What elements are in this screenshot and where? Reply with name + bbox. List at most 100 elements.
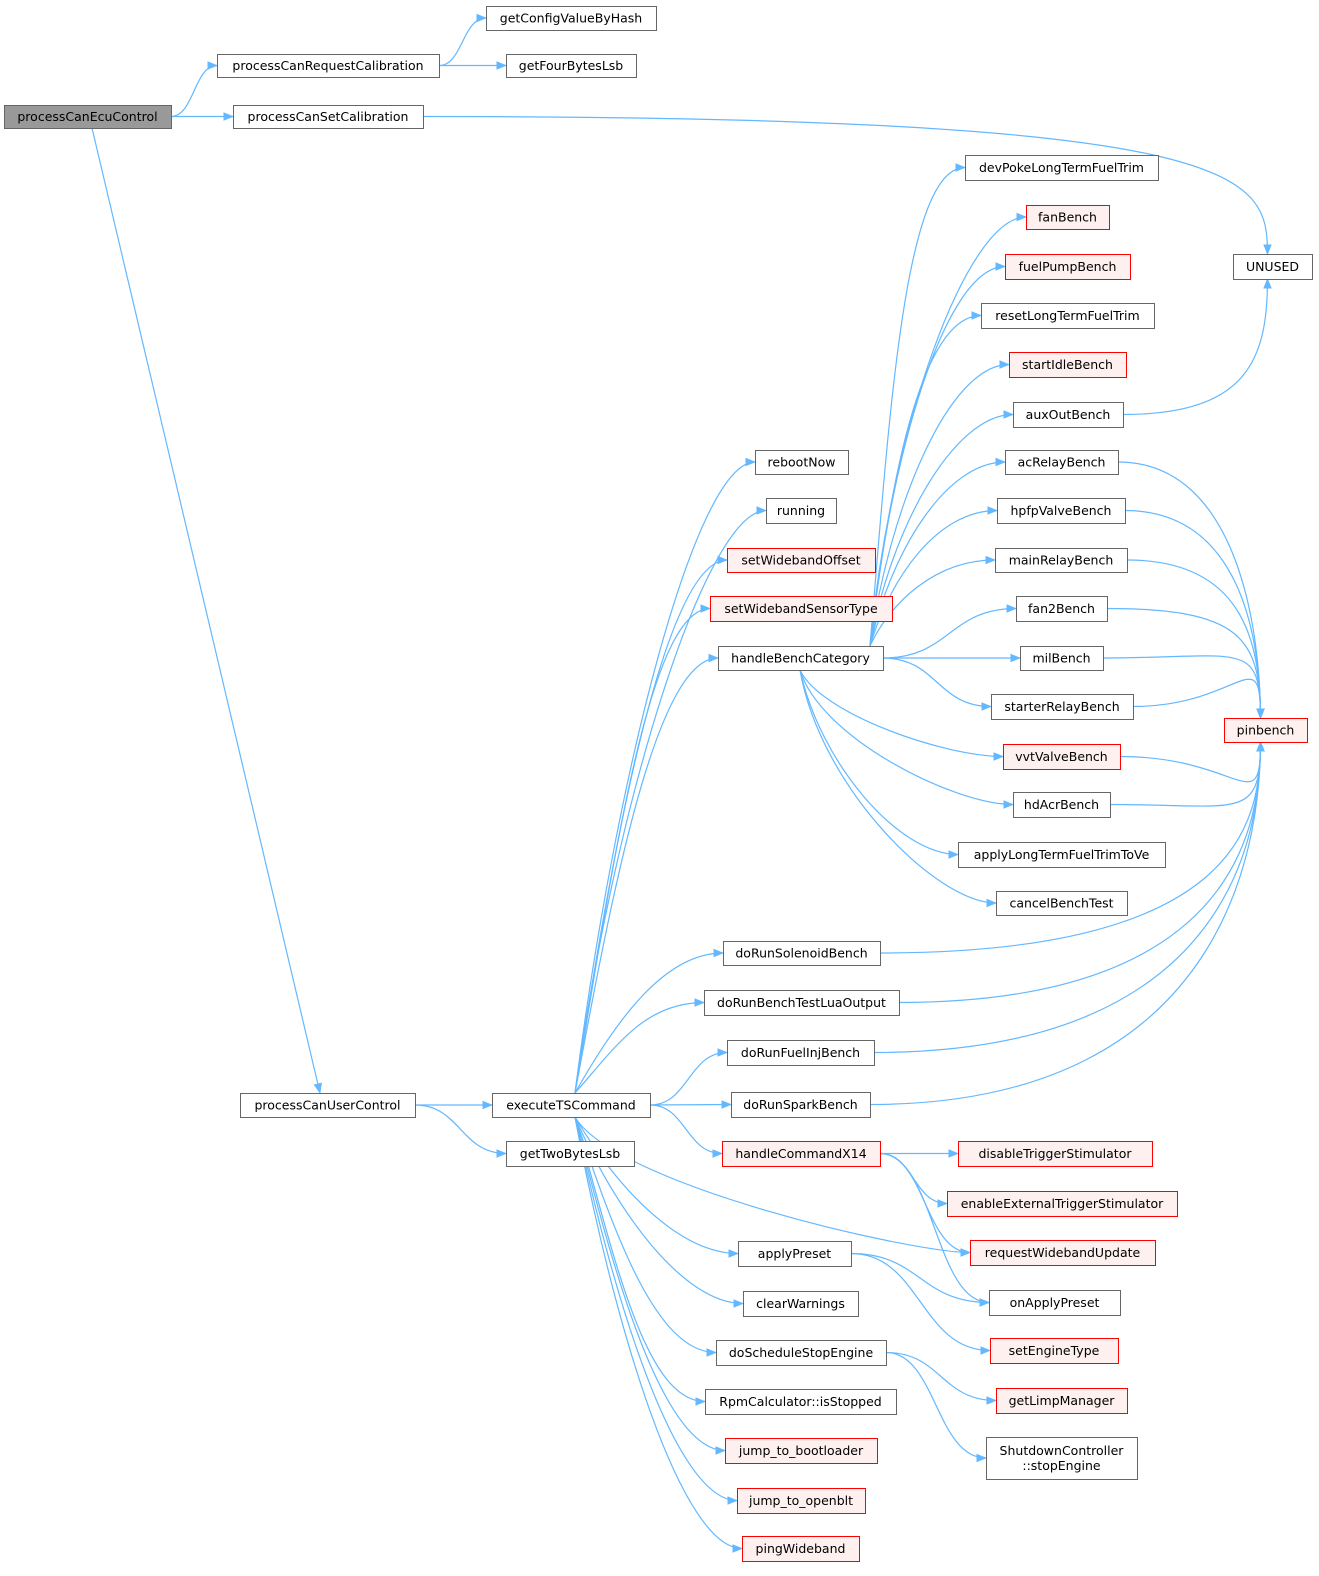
node-dev-poke-long-term-fuel-trim[interactable]: devPokeLongTermFuelTrim xyxy=(965,155,1159,181)
node-handle-bench-category[interactable]: handleBenchCategory xyxy=(718,646,884,671)
node-label: doScheduleStopEngine xyxy=(729,1345,874,1360)
node-label: getLimpManager xyxy=(1009,1393,1116,1408)
node-apply-long-term-fuel-trim-to-ve[interactable]: applyLongTermFuelTrimToVe xyxy=(958,842,1166,868)
node-label: vvtValveBench xyxy=(1015,749,1107,764)
node-box xyxy=(738,1241,852,1267)
node-ping-wideband[interactable]: pingWideband xyxy=(742,1536,860,1562)
node-set-engine-type[interactable]: setEngineType xyxy=(990,1338,1119,1364)
node-label: RpmCalculator::isStopped xyxy=(719,1394,881,1409)
node-label: starterRelayBench xyxy=(1004,699,1119,714)
node-fan2bench[interactable]: fan2Bench xyxy=(1016,596,1108,622)
node-box xyxy=(1005,450,1119,475)
node-box xyxy=(240,1093,416,1118)
edge-hd-acr-bench-to-pinbench xyxy=(1109,740,1265,807)
node-label: processCanUserControl xyxy=(254,1098,400,1113)
node-label: hpfpValveBench xyxy=(1011,503,1112,518)
node-label: doRunBenchTestLuaOutput xyxy=(717,995,886,1010)
node-label: applyLongTermFuelTrimToVe xyxy=(974,847,1150,862)
node-starter-relay-bench[interactable]: starterRelayBench xyxy=(991,694,1134,720)
node-label: resetLongTermFuelTrim xyxy=(995,308,1139,323)
node-enable-external-trigger-stimulator[interactable]: enableExternalTriggerStimulator xyxy=(947,1191,1178,1217)
node-set-wideband-offset[interactable]: setWidebandOffset xyxy=(727,548,876,573)
node-get-config-value-by-hash[interactable]: getConfigValueByHash xyxy=(486,6,657,31)
node-label: clearWarnings xyxy=(756,1296,845,1311)
node-box xyxy=(989,1290,1121,1316)
node-box xyxy=(492,1093,651,1118)
node-do-run-fuel-inj-bench[interactable]: doRunFuelInjBench xyxy=(727,1040,875,1066)
node-label: milBench xyxy=(1032,651,1090,666)
node-get-two-bytes-lsb[interactable]: getTwoBytesLsb xyxy=(506,1141,635,1167)
node-unused[interactable]: UNUSED xyxy=(1233,254,1313,280)
node-mil-bench[interactable]: milBench xyxy=(1020,646,1104,671)
node-label: running xyxy=(777,503,825,518)
node-label: pingWideband xyxy=(756,1541,846,1556)
node-box xyxy=(727,1040,875,1066)
node-process-can-set-calibration[interactable]: processCanSetCalibration xyxy=(233,105,424,129)
node-fan-bench[interactable]: fanBench xyxy=(1026,205,1110,230)
node-label: getConfigValueByHash xyxy=(500,11,642,26)
node-jump-to-openblt[interactable]: jump_to_openblt xyxy=(737,1488,866,1514)
node-set-wideband-sensor-type[interactable]: setWidebandSensorType xyxy=(710,596,893,622)
node-do-run-solenoid-bench[interactable]: doRunSolenoidBench xyxy=(723,941,881,966)
node-rpm-calculator-is-stopped[interactable]: RpmCalculator::isStopped xyxy=(705,1389,897,1415)
node-process-can-ecu-control[interactable]: processCanEcuControl xyxy=(4,105,172,129)
node-label: startIdleBench xyxy=(1022,357,1113,372)
node-process-can-user-control[interactable]: processCanUserControl xyxy=(240,1093,416,1118)
node-running[interactable]: running xyxy=(766,498,837,524)
node-fuel-pump-bench[interactable]: fuelPumpBench xyxy=(1005,254,1131,280)
node-handle-command-x14[interactable]: handleCommandX14 xyxy=(722,1141,881,1167)
node-box xyxy=(725,1438,878,1464)
node-process-can-request-calibration[interactable]: processCanRequestCalibration xyxy=(217,54,440,78)
node-label: jump_to_bootloader xyxy=(738,1443,864,1458)
edge-starter-relay-bench-to-pinbench xyxy=(1132,678,1265,720)
node-start-idle-bench[interactable]: startIdleBench xyxy=(1009,352,1127,378)
node-ac-relay-bench[interactable]: acRelayBench xyxy=(1005,450,1119,475)
node-execute-tscommand[interactable]: executeTSCommand xyxy=(492,1093,651,1118)
node-apply-preset[interactable]: applyPreset xyxy=(738,1241,852,1267)
edge-apply-preset-to-set-engine-type xyxy=(850,1252,992,1355)
node-label: setWidebandSensorType xyxy=(724,601,878,616)
node-box xyxy=(986,1437,1138,1480)
node-do-schedule-stop-engine[interactable]: doScheduleStopEngine xyxy=(716,1340,887,1366)
edge-do-schedule-stop-engine-to-get-limp-manager xyxy=(885,1351,998,1405)
node-box xyxy=(996,891,1128,916)
node-reboot-now[interactable]: rebootNow xyxy=(755,450,849,475)
node-shutdown-controller-stop-engine[interactable]: ShutdownController::stopEngine xyxy=(986,1437,1138,1480)
node-box xyxy=(991,694,1134,720)
node-box xyxy=(1003,744,1121,770)
edge-handle-bench-category-to-start-idle-bench xyxy=(869,360,1011,647)
node-box xyxy=(1020,646,1104,671)
node-hd-acr-bench[interactable]: hdAcrBench xyxy=(1013,792,1111,818)
node-hpfp-valve-bench[interactable]: hpfpValveBench xyxy=(997,498,1126,524)
node-aux-out-bench[interactable]: auxOutBench xyxy=(1013,402,1124,428)
node-get-limp-manager[interactable]: getLimpManager xyxy=(996,1388,1128,1414)
node-box xyxy=(1026,205,1110,230)
node-cancel-bench-test[interactable]: cancelBenchTest xyxy=(996,891,1128,916)
edge-process-can-request-calibration-to-get-config-value-by-hash xyxy=(438,13,488,67)
edge-execute-tscommand-to-jump-to-bootloader xyxy=(574,1116,727,1455)
node-label: processCanEcuControl xyxy=(17,109,157,124)
node-clear-warnings[interactable]: clearWarnings xyxy=(743,1291,859,1317)
edge-vvt-valve-bench-to-pinbench xyxy=(1119,740,1265,783)
node-box xyxy=(704,990,900,1016)
node-reset-long-term-fuel-trim[interactable]: resetLongTermFuelTrim xyxy=(981,303,1155,329)
node-pinbench[interactable]: pinbench xyxy=(1224,718,1308,743)
node-do-run-spark-bench[interactable]: doRunSparkBench xyxy=(731,1092,871,1118)
node-vvt-valve-bench[interactable]: vvtValveBench xyxy=(1003,744,1121,770)
node-box xyxy=(743,1291,859,1317)
nodes-layer: processCanEcuControl processCanRequestCal… xyxy=(4,6,1313,1562)
node-label: applyPreset xyxy=(758,1246,831,1261)
node-request-wideband-update[interactable]: requestWidebandUpdate xyxy=(970,1240,1156,1266)
node-label: doRunFuelInjBench xyxy=(741,1045,860,1060)
node-label: mainRelayBench xyxy=(1009,553,1114,568)
node-disable-trigger-stimulator[interactable]: disableTriggerStimulator xyxy=(958,1141,1153,1167)
node-box xyxy=(1233,254,1313,280)
node-on-apply-preset[interactable]: onApplyPreset xyxy=(989,1290,1121,1316)
node-box xyxy=(737,1488,866,1514)
node-jump-to-bootloader[interactable]: jump_to_bootloader xyxy=(725,1438,878,1464)
node-main-relay-bench[interactable]: mainRelayBench xyxy=(995,548,1128,573)
node-get-four-bytes-lsb[interactable]: getFourBytesLsb xyxy=(506,54,637,78)
edge-handle-bench-category-to-cancel-bench-test xyxy=(799,669,998,908)
node-do-run-bench-test-lua-output[interactable]: doRunBenchTestLuaOutput xyxy=(704,990,900,1016)
